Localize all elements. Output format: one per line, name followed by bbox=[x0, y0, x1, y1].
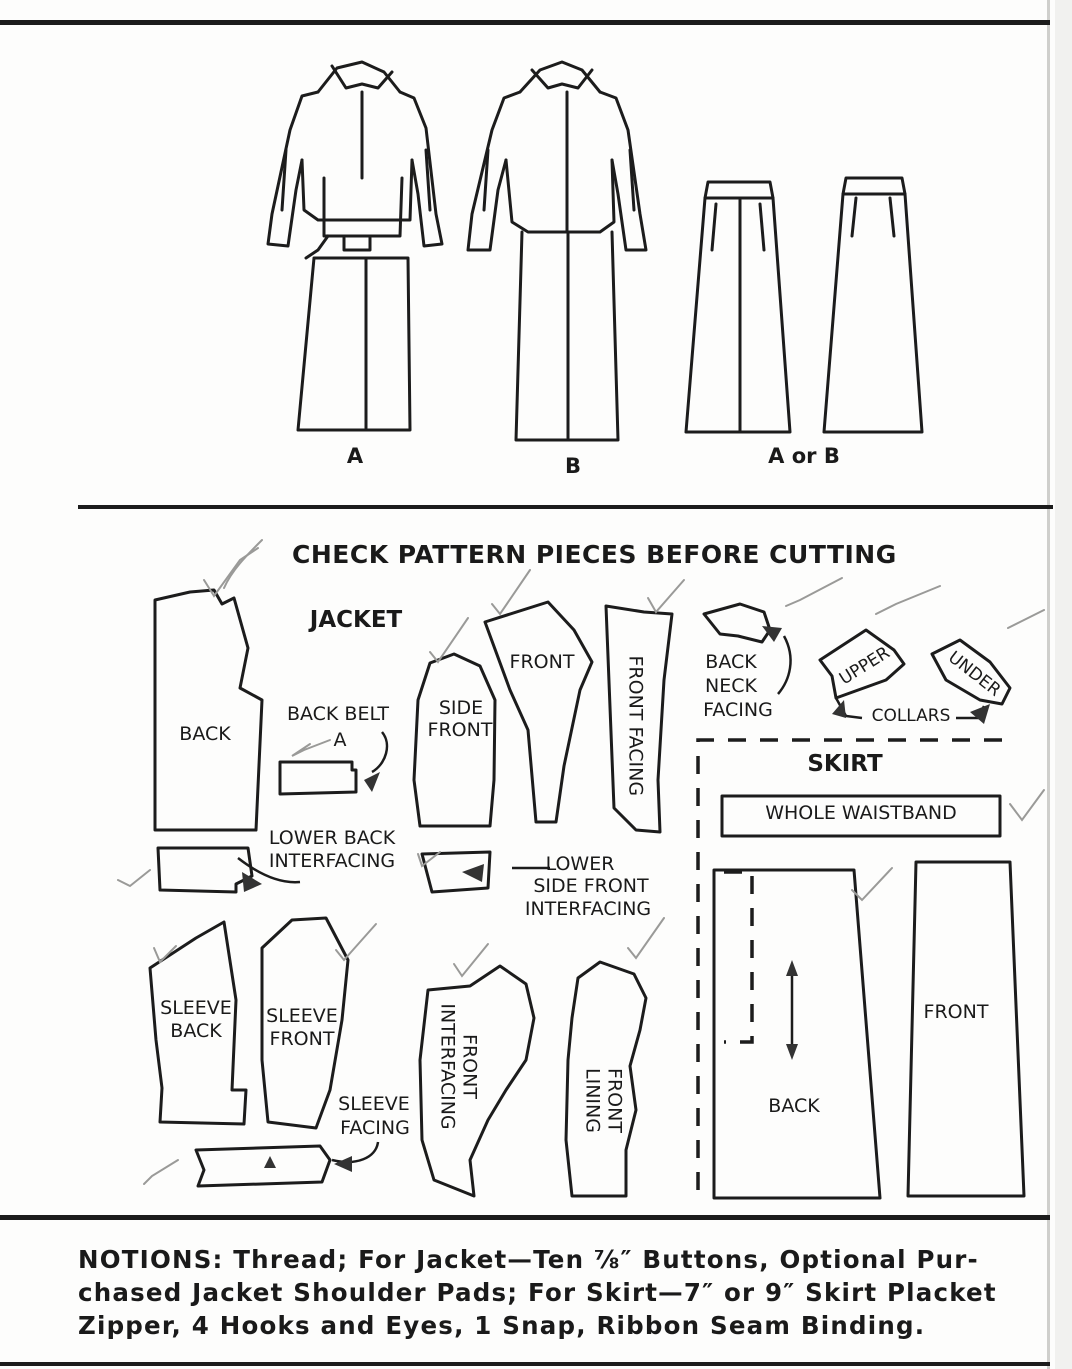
back-neck-facing-label-1: BACK bbox=[705, 651, 757, 673]
piece-upper-collar-outline bbox=[818, 628, 906, 700]
pencil-check-marks bbox=[117, 539, 1045, 1185]
side-front-label-2: FRONT bbox=[427, 719, 493, 741]
piece-whole-waistband-outline bbox=[720, 794, 1002, 838]
piece-under-collar-outline bbox=[930, 638, 1012, 706]
piece-front-outline bbox=[483, 600, 594, 824]
view-a-figure bbox=[266, 60, 444, 432]
piece-sleeve-back-outline bbox=[148, 920, 248, 1126]
bottom-rule bbox=[0, 1362, 1050, 1366]
piece-front-facing-outline bbox=[604, 604, 674, 834]
piece-back-belt-outline bbox=[278, 760, 358, 796]
lower-side-front-interfacing-label-3: INTERFACING bbox=[524, 898, 652, 920]
jacket-title: JACKET bbox=[309, 607, 403, 633]
lower-back-interfacing-label-1: LOWER BACK bbox=[268, 827, 396, 849]
front-lining-label-1: FRONT bbox=[603, 1068, 626, 1133]
skirt-dashed-border bbox=[696, 738, 1010, 1190]
pattern-heading: CHECK PATTERN PIECES BEFORE CUTTING bbox=[292, 540, 897, 569]
piece-skirt-front-outline bbox=[906, 860, 1026, 1198]
back-neck-facing-label-2: NECK bbox=[705, 675, 757, 697]
pointer-arrows bbox=[237, 635, 986, 1164]
notions-line-3: Zipper, 4 Hooks and Eyes, 1 Snap, Ribbon… bbox=[78, 1311, 926, 1340]
middle-rule bbox=[78, 505, 1053, 509]
view-b-figure bbox=[466, 60, 648, 442]
front-interfacing-label-2: INTERFACING bbox=[436, 1003, 459, 1130]
top-rule bbox=[0, 20, 1050, 25]
skirt-back-label: BACK bbox=[768, 1095, 820, 1117]
piece-front-interfacing-outline bbox=[418, 964, 536, 1198]
collars-label: COLLARS bbox=[871, 706, 951, 726]
sleeve-back-label-1: SLEEVE bbox=[160, 997, 232, 1019]
back-belt-label: BACK BELT bbox=[286, 703, 390, 725]
piece-back-outline bbox=[153, 588, 264, 832]
sleeve-front-label-2: FRONT bbox=[269, 1028, 335, 1050]
piece-front-lining-outline bbox=[564, 960, 648, 1198]
piece-lower-back-interfacing-outline bbox=[156, 846, 254, 894]
front-lining-label-2: LINING bbox=[581, 1068, 604, 1133]
back-belt-view-label: A bbox=[333, 729, 347, 751]
skirt-views bbox=[684, 176, 924, 434]
notions-text: NOTIONS: Thread; For Jacket—Ten ⅞″ Butto… bbox=[78, 1243, 1048, 1342]
piece-side-front-outline bbox=[412, 652, 497, 828]
lower-side-front-interfacing-label-2: SIDE FRONT bbox=[533, 875, 649, 897]
piece-back-neck-facing-outline bbox=[702, 602, 772, 644]
page-edge-line bbox=[1047, 0, 1050, 1369]
skirt-front-label: FRONT bbox=[923, 1001, 989, 1023]
piece-sleeve-facing-outline bbox=[194, 1144, 332, 1188]
front-label: FRONT bbox=[509, 651, 575, 673]
sleeve-facing-label-2: FACING bbox=[340, 1117, 410, 1139]
page-edge bbox=[1055, 0, 1072, 1369]
front-facing-label: FRONT FACING bbox=[624, 655, 647, 797]
notions-rule bbox=[0, 1215, 1050, 1220]
grainline-arrowheads bbox=[242, 626, 990, 1172]
skirt-title: SKIRT bbox=[807, 751, 883, 777]
sleeve-facing-label-1: SLEEVE bbox=[338, 1093, 410, 1115]
sleeve-front-label-1: SLEEVE bbox=[266, 1005, 338, 1027]
view-label-a-or-b: A or B bbox=[768, 444, 840, 468]
side-front-label-1: SIDE bbox=[438, 697, 484, 719]
back-neck-facing-label-3: FACING bbox=[703, 699, 773, 721]
sleeve-back-label-2: BACK bbox=[170, 1020, 222, 1042]
notions-line-2: chased Jacket Shoulder Pads; For Skirt—7… bbox=[78, 1278, 997, 1307]
notions-line-1: NOTIONS: Thread; For Jacket—Ten ⅞″ Butto… bbox=[78, 1245, 979, 1274]
lower-back-interfacing-label-2: INTERFACING bbox=[268, 850, 396, 872]
view-label-a: A bbox=[346, 444, 364, 468]
whole-waistband-label: WHOLE WAISTBAND bbox=[765, 802, 957, 824]
back-label: BACK bbox=[179, 723, 231, 745]
piece-sleeve-front-outline bbox=[260, 916, 350, 1130]
piece-lower-side-front-interfacing-outline bbox=[420, 850, 492, 894]
piece-skirt-back-outline bbox=[712, 868, 882, 1200]
lower-side-front-interfacing-label-1: LOWER bbox=[545, 853, 615, 875]
view-label-b: B bbox=[564, 454, 581, 478]
front-interfacing-label-1: FRONT bbox=[458, 1034, 481, 1099]
